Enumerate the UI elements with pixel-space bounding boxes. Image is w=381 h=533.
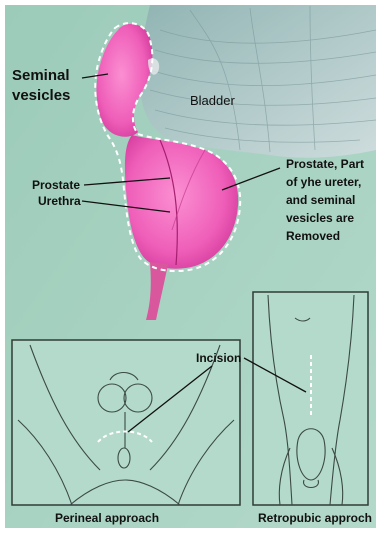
seminal-vesicles-label-2: vesicles (12, 87, 70, 104)
removed-note-line-3: and seminal (286, 193, 355, 207)
bladder-organ (140, 5, 376, 158)
seminal-vesicles-label-1: Seminal (12, 67, 70, 84)
perineal-caption: Perineal approach (55, 511, 159, 525)
urethra-label: Urethra (38, 194, 81, 208)
prostate-label: Prostate (32, 178, 80, 192)
retropubic-caption: Retropubic approch (258, 511, 372, 525)
incision-label: Incision (196, 351, 241, 365)
retropubic-panel (253, 292, 368, 505)
removed-note-line-2: of yhe ureter, (286, 175, 361, 189)
removed-note-line-5: Removed (286, 229, 340, 243)
removed-note-line-4: vesicles are (286, 211, 354, 225)
removed-note-line-1: Prostate, Part (286, 157, 364, 171)
bladder-label: Bladder (190, 93, 235, 108)
